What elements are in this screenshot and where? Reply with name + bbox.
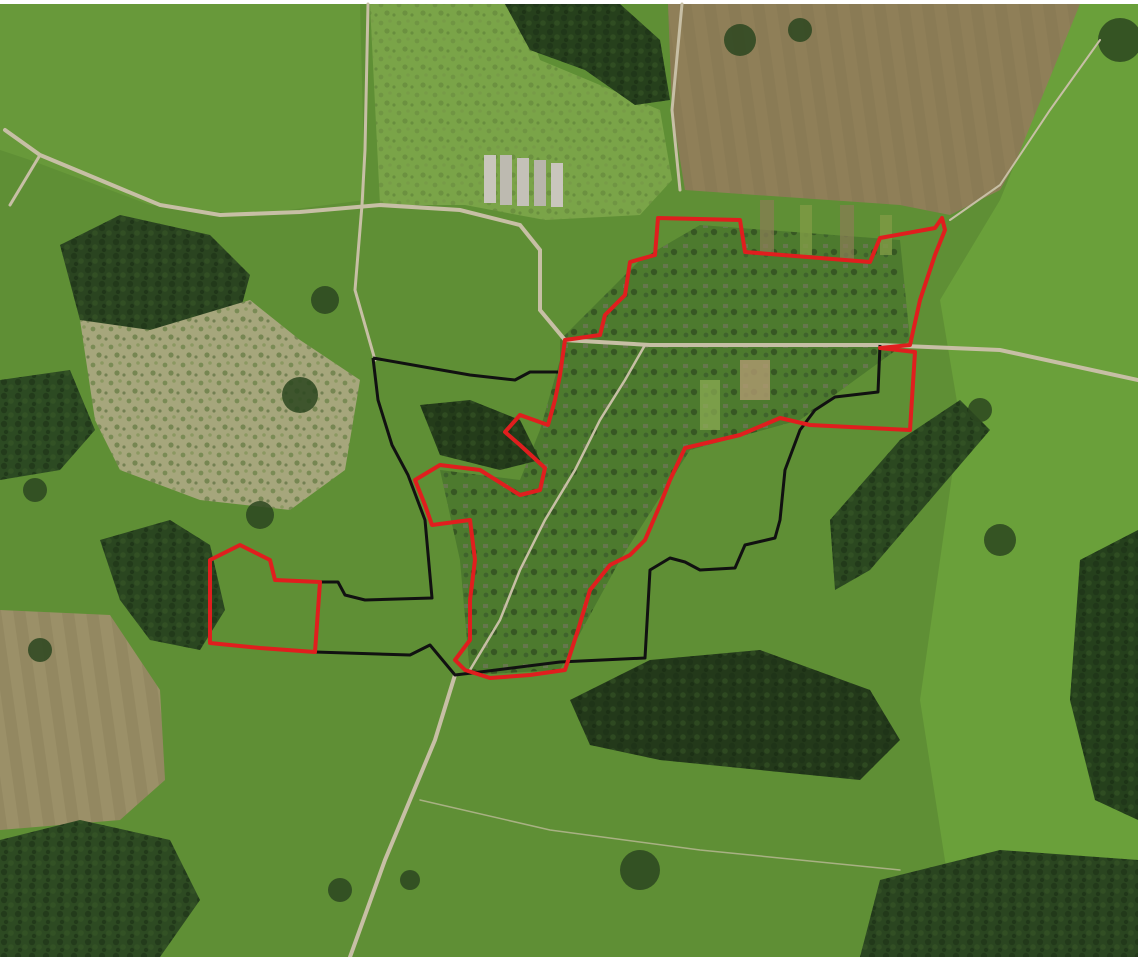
forest-west-grove-texture — [100, 520, 225, 650]
forest-east-belt-texture — [830, 400, 990, 590]
meadow-north-center-texture — [370, 4, 672, 220]
forest-far-east-texture — [1070, 530, 1138, 820]
forest-southwest-texture — [0, 820, 200, 957]
forest-south-center-texture — [570, 650, 900, 780]
road-south-field — [419, 799, 901, 871]
dry-field-southwest-stripes — [0, 610, 165, 830]
farm-buildings — [484, 155, 563, 207]
road-northwest — [3, 128, 1138, 382]
red-boundary-west-parcel — [208, 543, 322, 654]
forest-west-texture — [0, 370, 95, 480]
black-boundary — [314, 344, 882, 677]
road-northeast — [670, 2, 684, 192]
road-west-spur — [8, 153, 42, 207]
garden-strips — [700, 200, 892, 430]
forest-center-west-texture — [420, 400, 540, 470]
roads — [3, 2, 1138, 957]
road-north-center — [353, 2, 377, 362]
village-zone-texture — [440, 225, 910, 675]
sandy-scrub-texture — [80, 300, 360, 510]
top-border — [0, 0, 1138, 4]
forest-south-texture — [860, 850, 1138, 957]
forest-north-center-texture — [505, 4, 670, 105]
road-village — [468, 343, 647, 672]
plowed-field-northeast-stripes — [668, 4, 1080, 215]
road-east-track — [949, 39, 1101, 221]
red-boundary-main — [413, 216, 947, 680]
meadow-northwest — [0, 4, 365, 215]
road-south — [348, 673, 457, 957]
scattered-shrubs — [23, 18, 1138, 902]
